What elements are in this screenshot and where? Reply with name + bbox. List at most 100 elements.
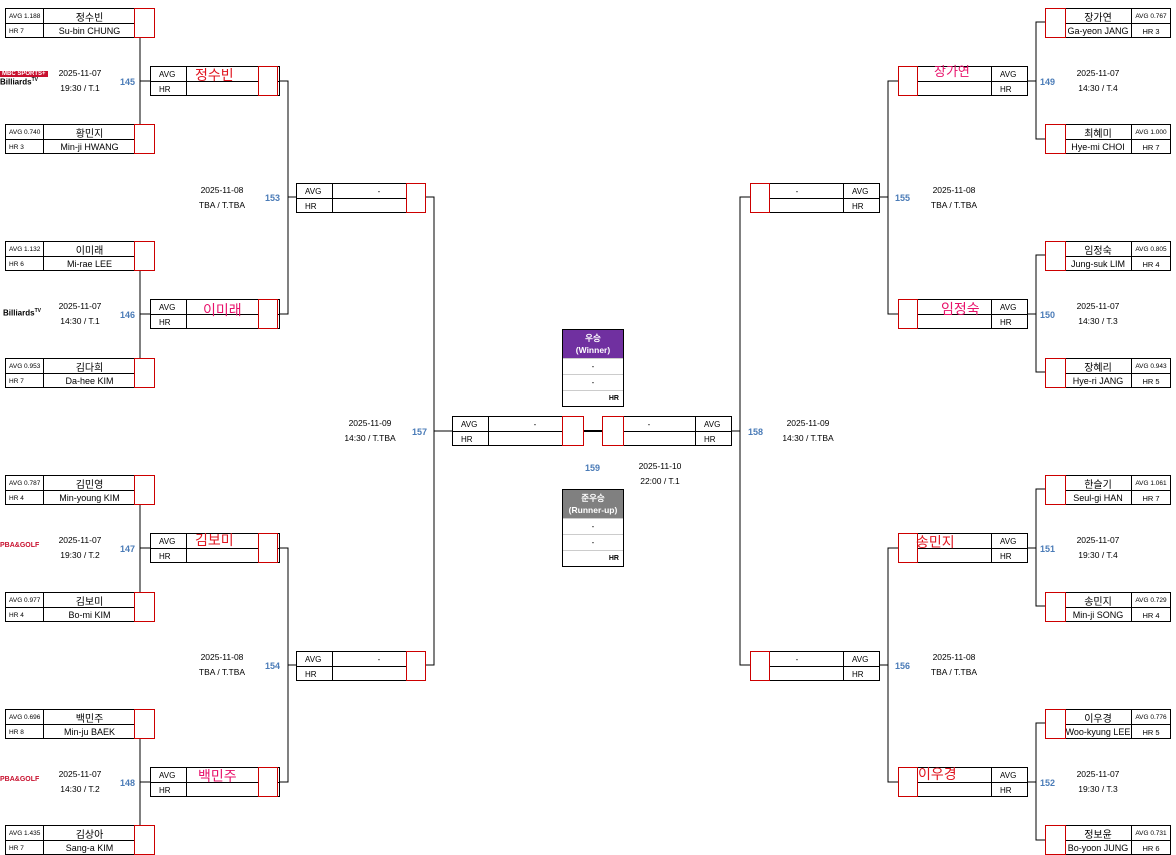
score-box: [750, 183, 770, 213]
player-name-ko: 최혜미: [1084, 128, 1112, 140]
match-time: TBA / T.TBA: [198, 200, 246, 210]
score-box: [898, 767, 918, 797]
runnerup-avg: -: [563, 534, 623, 550]
match-number: 145: [120, 77, 136, 87]
match-time: 19:30 / T.2: [60, 550, 100, 560]
hr-label: HR 4: [1131, 257, 1170, 271]
match-slot-157[interactable]: AVG-HR: [452, 416, 582, 446]
match-time: 14:30 / T.TBA: [344, 433, 396, 443]
billiards-logo-text: Billiards: [3, 308, 35, 318]
avg-label: AVG 0.729: [1131, 593, 1170, 607]
match-date: 2025-11-08: [932, 652, 976, 662]
broadcaster-logo-mbc: MBC SPORTS+ BilliardsTV: [0, 68, 48, 87]
broadcaster-logo-billiards: BilliardsTV: [3, 308, 41, 318]
player-name-ko: 장혜리: [1084, 362, 1112, 374]
avg-label: AVG 1.188: [6, 9, 44, 23]
match-slot-154[interactable]: AVG-HR: [296, 651, 426, 681]
broadcaster-logo-pba: PBA&GOLF: [0, 776, 40, 783]
avg-label: AVG 1.132: [6, 242, 44, 256]
match-slot-156[interactable]: AVG - HR: [750, 651, 880, 681]
match-number: 147: [120, 544, 136, 554]
player-name-en: Min-young KIM: [59, 493, 120, 503]
score-box: [562, 416, 584, 446]
avg-label: AVG 1.061: [1131, 476, 1170, 490]
runnerup-header: 준우승(Runner-up): [563, 490, 623, 518]
winner-name-148: 백민주: [198, 768, 237, 784]
hr-label: HR 4: [6, 491, 44, 505]
winner-subtitle: (Winner): [575, 345, 611, 355]
score-cell: -: [647, 419, 651, 429]
hr-label: HR: [151, 82, 187, 96]
avg-label: AVG: [151, 768, 187, 782]
match-date: 2025-11-08: [200, 652, 244, 662]
hr-label: HR 5: [1131, 374, 1170, 388]
hr-label: HR 6: [1131, 841, 1170, 855]
match-time: 19:30 / T.3: [1078, 784, 1118, 794]
score-box: [1045, 709, 1066, 739]
score-cell: -: [795, 186, 799, 196]
winner-avg: -: [563, 374, 623, 390]
avg-label: AVG: [151, 67, 187, 81]
winner-name-152: 이우경: [918, 766, 957, 782]
winner-box: 우승(Winner) - - HR: [562, 329, 624, 407]
avg-label: AVG: [991, 768, 1027, 782]
score-box: [898, 66, 918, 96]
winner-hr: HR: [563, 390, 623, 406]
hr-label: HR: [843, 199, 879, 213]
avg-label: AVG 0.776: [1131, 710, 1170, 724]
hr-label: HR 7: [6, 374, 44, 388]
score-box: [134, 709, 155, 739]
player-name-en: Min-ji HWANG: [60, 142, 119, 152]
hr-label: HR: [151, 549, 187, 563]
hr-label: HR 3: [1131, 24, 1170, 38]
winner-name: -: [563, 358, 623, 374]
winner-name-147: 김보미: [195, 532, 234, 548]
match-date: 2025-11-07: [58, 769, 102, 779]
match-number: 153: [265, 193, 281, 203]
player-name-ko: 정보윤: [1084, 829, 1112, 841]
avg-label: AVG: [151, 534, 187, 548]
player-name-ko: 백민주: [75, 713, 104, 725]
player-name-ko: 김민영: [75, 479, 104, 491]
match-time: TBA / T.TBA: [198, 667, 246, 677]
match-number: 156: [895, 661, 911, 671]
avg-label: AVG: [843, 652, 879, 666]
runnerup-box: 준우승(Runner-up) - - HR: [562, 489, 624, 567]
player-name-ko: 임정숙: [1084, 245, 1112, 257]
match-time: 14:30 / T.4: [1078, 83, 1118, 93]
player-name-ko: 김다희: [75, 362, 104, 374]
match-time: 19:30 / T.4: [1078, 550, 1118, 560]
player-name-en: Da-hee KIM: [65, 376, 114, 386]
match-slot-155[interactable]: AVG-HR: [750, 183, 880, 213]
match-time: TBA / T.TBA: [930, 200, 978, 210]
hr-label: HR: [843, 667, 879, 681]
match-number: 151: [1040, 544, 1056, 554]
match-slot-153[interactable]: AVG-HR: [296, 183, 426, 213]
match-date: 2025-11-09: [348, 418, 392, 428]
score-cell: -: [795, 654, 799, 664]
